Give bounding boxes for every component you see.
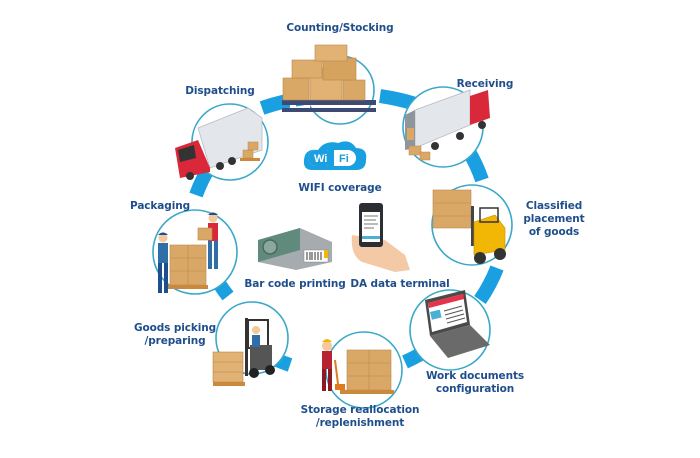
barcode-printing-label: Bar code printing [244,278,346,290]
stage-label-storage: Storage reallocation /replenishment [300,404,420,429]
stage-label-classified: Classified placement of goods [523,200,585,238]
ring-arc [474,265,504,304]
workers-packing-icon [158,212,218,293]
handheld-terminal-icon [351,203,410,272]
truck-dispatch-icon [175,107,263,180]
stage-label-dispatching: Dispatching [185,85,255,97]
forklift-picking-icon [212,318,275,386]
data-terminal-label: DA data terminal [350,278,450,290]
pallet-jack-worker-icon [322,339,394,394]
wifi-icon: Wi Fi [303,141,367,170]
stage-label-counting: Counting/Stocking [286,22,394,34]
stage-label-receiving: Receiving [456,78,514,90]
stage-label-packaging: Packaging [130,200,190,212]
truck-unloading-icon [405,89,490,161]
stage-label-picking: Goods picking /preparing [133,322,217,347]
wifi-left-text: Wi [314,153,327,165]
wifi-coverage-label: WIFI coverage [298,182,382,194]
forklift-icon [432,189,506,264]
wifi-right-text: Fi [339,153,349,165]
barcode-printer-icon [258,228,332,270]
stage-label-work-docs: Work documents configuration [425,370,525,395]
boxes-on-pallet-icon [282,44,376,112]
laptop-icon [425,290,490,358]
